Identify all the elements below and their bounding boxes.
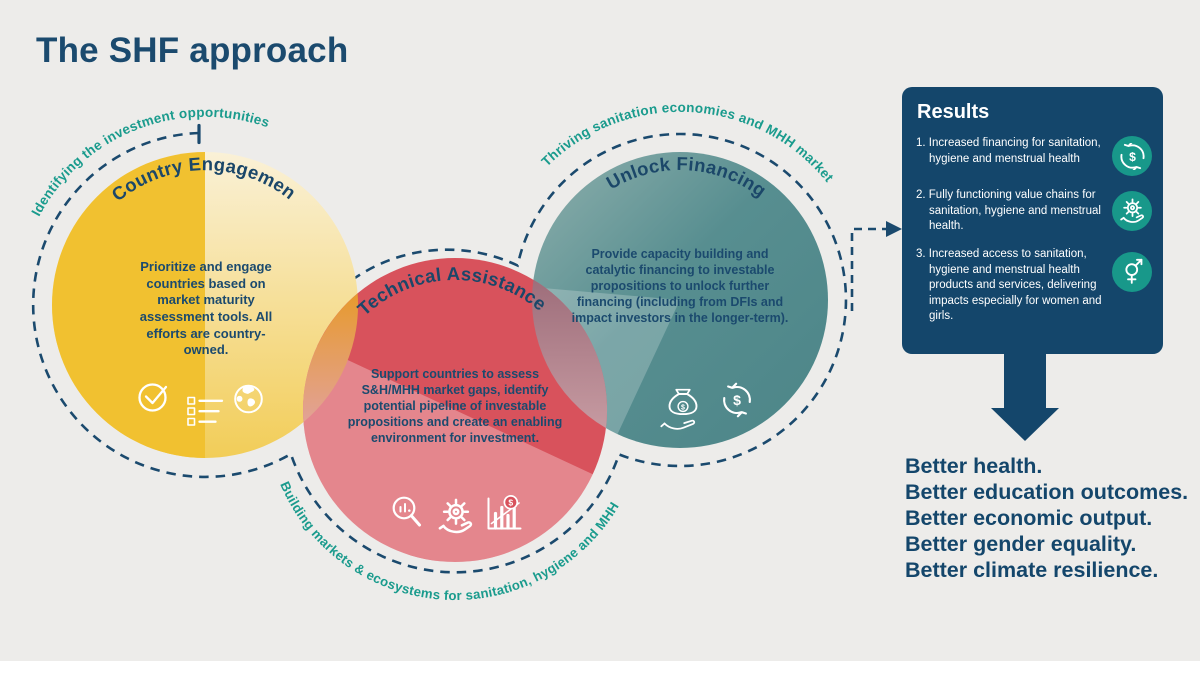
results-connector-arrow-icon (850, 221, 902, 311)
gear-hand-icon (1112, 191, 1152, 232)
outcome-line: Better climate resilience. (905, 558, 1159, 582)
result-text: 1. Increased financing for sanitation, h… (916, 137, 1101, 165)
checklist-icon (187, 396, 224, 426)
result-item-2: 2. Fully functioning value chains for sa… (916, 188, 1152, 235)
dollar-cycle-icon (1112, 136, 1152, 176)
gear-hand-icon (438, 498, 473, 534)
page-title: The SHF approach (36, 31, 349, 70)
svg-text:$: $ (681, 404, 685, 411)
result-text: 2. Fully functioning value chains for sa… (916, 189, 1101, 233)
globe-icon (234, 384, 263, 414)
result-text: 3. Increased access to sanitation, hygie… (916, 247, 1102, 323)
technical-assistance-description: Support countries to assess S&H/MHH mark… (347, 367, 563, 445)
svg-text:Identifying the investment opp: Identifying the investment opportunities (28, 105, 271, 219)
result-item-3: 3. Increased access to sanitation, hygie… (916, 247, 1152, 325)
chart-coin-icon: $ (487, 495, 522, 530)
unlock-financing-description: Provide capacity building and catalytic … (571, 247, 789, 325)
outcomes-list: Better health. Better education outcomes… (905, 453, 1188, 583)
country-engagement-description: Prioritize and engage countries based on… (139, 259, 273, 358)
check-circle-icon (138, 383, 168, 412)
svg-text:Unlock Financing: Unlock Financing (603, 153, 771, 201)
svg-text:Thriving sanitation economies: Thriving sanitation economies and MHH ma… (539, 100, 837, 185)
technical-assistance-title: Technical Assistance (353, 263, 550, 320)
outcome-line: Better education outcomes. (905, 480, 1189, 504)
result-item-1: 1. Increased financing for sanitation, h… (916, 136, 1152, 176)
svg-text:$: $ (508, 498, 513, 508)
dollar-cycle-icon (723, 382, 751, 418)
label-building-markets: Building markets & ecosystems for sanita… (277, 479, 621, 603)
unlock-financing-title: Unlock Financing (603, 153, 770, 201)
label-identifying-opportunities: Identifying the investment opportunities (28, 105, 271, 219)
label-thriving-economies: Thriving sanitation economies and MHH ma… (539, 100, 837, 185)
svg-text:Technical Assistance: Technical Assistance (353, 263, 551, 320)
magnifier-chart-icon (392, 496, 421, 527)
down-arrow-head-icon (991, 408, 1059, 441)
money-bag-hand-icon: $ (660, 388, 698, 430)
outcome-line: Better gender equality. (905, 532, 1137, 556)
results-panel: Results 1. Increased financing for sanit… (902, 87, 1163, 354)
results-heading: Results (917, 101, 990, 123)
down-arrow-icon (1004, 352, 1046, 409)
svg-text:Building markets & ecosystems: Building markets & ecosystems for sanita… (277, 479, 622, 603)
bottom-strip (0, 661, 1200, 677)
gender-equality-icon (1112, 251, 1152, 292)
outcome-line: Better economic output. (905, 506, 1153, 530)
outcome-line: Better health. (905, 454, 1043, 478)
